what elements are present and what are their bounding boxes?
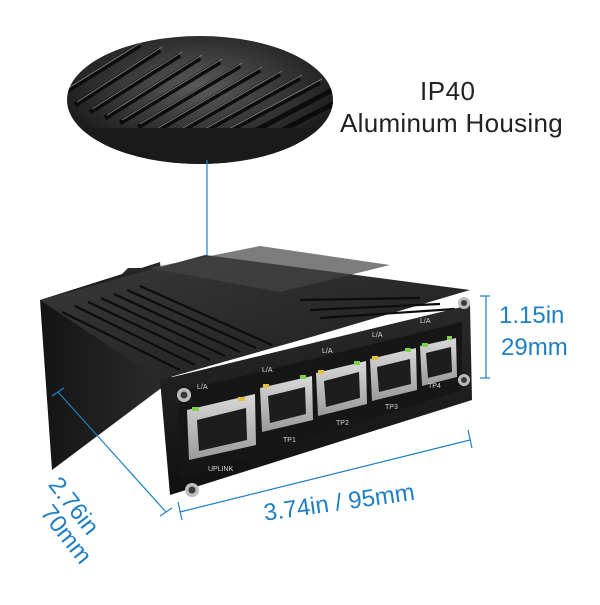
port-label-tp3: TP3 bbox=[385, 404, 398, 411]
port-label-tp2: TP2 bbox=[336, 420, 349, 427]
dimension-lines bbox=[51, 295, 490, 521]
led-label-tp4: L/A bbox=[420, 318, 431, 325]
led-label-tp3: L/A bbox=[372, 332, 383, 339]
callout-rating: IP40 bbox=[420, 76, 476, 106]
led-label-uplink: L/A bbox=[197, 384, 208, 391]
height-mm-label: 29mm bbox=[501, 334, 568, 361]
screw-top-right bbox=[458, 297, 470, 309]
port-tp2 bbox=[316, 361, 367, 416]
port-label-tp1: TP1 bbox=[283, 437, 296, 444]
port-tp3 bbox=[370, 348, 417, 401]
screw-bottom-left bbox=[185, 483, 199, 497]
port-tp1 bbox=[260, 375, 313, 432]
height-inches-label: 1.15in bbox=[499, 302, 565, 329]
port-tp4 bbox=[420, 336, 457, 386]
port-label-tp4: TP4 bbox=[428, 383, 441, 390]
housing-top bbox=[40, 246, 470, 380]
led-label-tp2: L/A bbox=[322, 348, 333, 355]
screw-bottom-right bbox=[458, 374, 470, 386]
port-label-uplink: UPLINK bbox=[208, 466, 234, 473]
screw-top-left bbox=[177, 388, 191, 402]
callout-material: Aluminum Housing bbox=[340, 108, 564, 138]
led-label-tp1: L/A bbox=[262, 367, 273, 374]
port-uplink bbox=[187, 394, 256, 460]
fin-texture-zoom bbox=[67, 36, 333, 164]
